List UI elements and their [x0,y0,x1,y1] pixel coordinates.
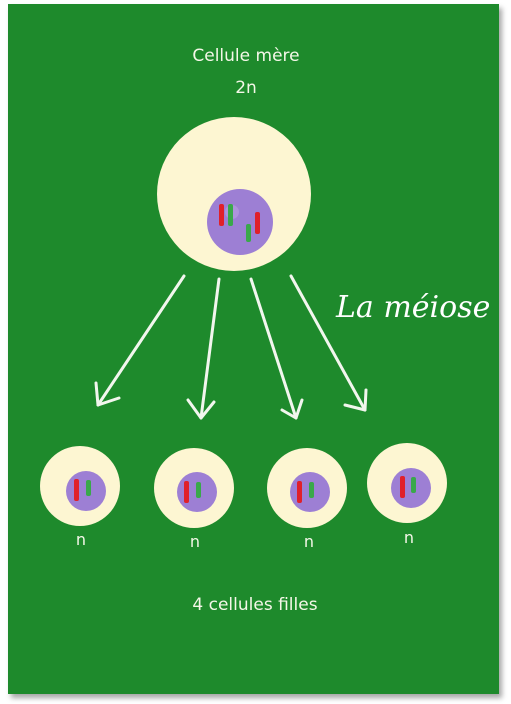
daughter-ploidy-2: n [180,532,210,551]
arrow-2 [188,279,219,418]
chromosome-green [228,204,233,226]
daughter-cell-1 [40,446,120,526]
arrow-1 [96,276,184,405]
daughter-cell-3 [267,448,347,528]
arrow-3 [251,279,302,418]
chromosome-green [246,224,251,242]
chromosome-red [255,212,260,234]
daughter-ploidy-1: n [66,530,96,549]
parent-cell [157,117,311,271]
parent-nucleus [207,189,273,255]
meiosis-label: La méiose [336,290,490,325]
chromosome-red [219,204,224,226]
daughter-cells-caption: 4 cellules filles [160,595,350,615]
daughter-ploidy-3: n [294,532,324,551]
daughter-cell-4 [367,443,447,523]
daughter-cell-2 [154,448,234,528]
daughter-ploidy-4: n [394,528,424,547]
